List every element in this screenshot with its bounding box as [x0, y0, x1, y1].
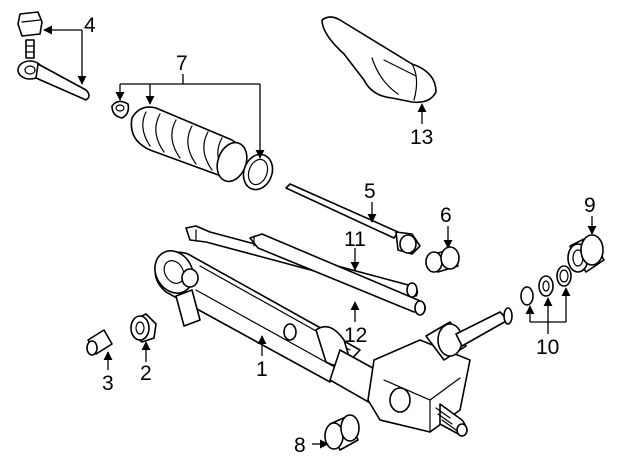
tie-rod-bushing: [425, 246, 460, 273]
callout-1: 1: [256, 358, 268, 381]
rack-boot-kit: [111, 100, 274, 191]
callout-6: 6: [440, 204, 452, 227]
callout-11: 11: [344, 228, 366, 251]
leader-lines: [43, 25, 597, 449]
callout-labels: 4 7 13 5 6 9 11 12 10 1 2 3 8: [84, 14, 596, 457]
callout-3: 3: [102, 372, 114, 395]
callout-12: 12: [344, 324, 367, 347]
bushing-sleeve: [86, 329, 113, 356]
housing-bushing: [324, 414, 360, 451]
rack-and-pinion-housing: [154, 250, 513, 437]
callout-4: 4: [84, 14, 96, 37]
callout-2: 2: [140, 362, 152, 385]
callout-8: 8: [294, 434, 306, 457]
heat-shield: [321, 16, 437, 104]
callout-9: 9: [584, 194, 596, 217]
pressure-lines: [185, 225, 426, 316]
callout-10: 10: [536, 336, 559, 359]
outer-tie-rod-end: [17, 11, 90, 101]
mount-bushing: [130, 313, 157, 343]
inner-tie-rod: [285, 183, 421, 255]
callout-13: 13: [410, 126, 433, 149]
input-shaft-seal: [567, 234, 605, 273]
callout-5: 5: [364, 180, 376, 203]
callout-7: 7: [176, 52, 188, 75]
seal-kit: [520, 265, 572, 306]
